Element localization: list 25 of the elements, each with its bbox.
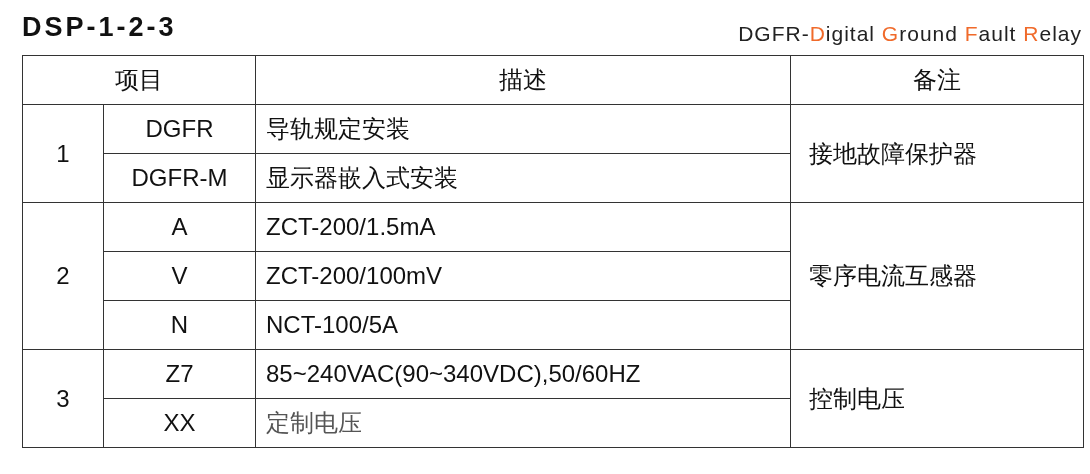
model-code: DGFR-M [131, 164, 228, 191]
item-number: 1 [56, 139, 70, 167]
model-code: DGFR [145, 115, 214, 142]
remark-text: 零序电流互感器 [809, 262, 977, 289]
remark-text: 接地故障保护器 [809, 139, 977, 167]
column-header: 项目 [115, 66, 163, 93]
description-text: NCT-100/5A [266, 311, 399, 338]
model-code: V [171, 262, 188, 289]
model-code: A [171, 213, 188, 240]
model-code: N [170, 311, 189, 338]
description-text: 85~240VAC(90~340VDC),50/60HZ [266, 360, 641, 387]
column-header: 描述 [499, 66, 547, 93]
title: DSP-1-2-3 [22, 12, 177, 43]
description-text: 显示器嵌入式安装 [266, 164, 458, 191]
description-text: ZCT-200/100mV [266, 262, 443, 289]
model-code: Z7 [165, 360, 194, 387]
item-number: 3 [56, 384, 70, 412]
description-text: 定制电压 [266, 409, 362, 436]
subtitle: DGFR-Digital Ground Fault Relay [738, 22, 1082, 46]
description-text: ZCT-200/1.5mA [266, 213, 436, 240]
item-number: 2 [56, 262, 70, 289]
description-text: 导轨规定安装 [266, 115, 410, 142]
column-header: 备注 [913, 66, 961, 93]
remark-text: 控制电压 [809, 384, 905, 412]
model-code: XX [163, 409, 196, 436]
